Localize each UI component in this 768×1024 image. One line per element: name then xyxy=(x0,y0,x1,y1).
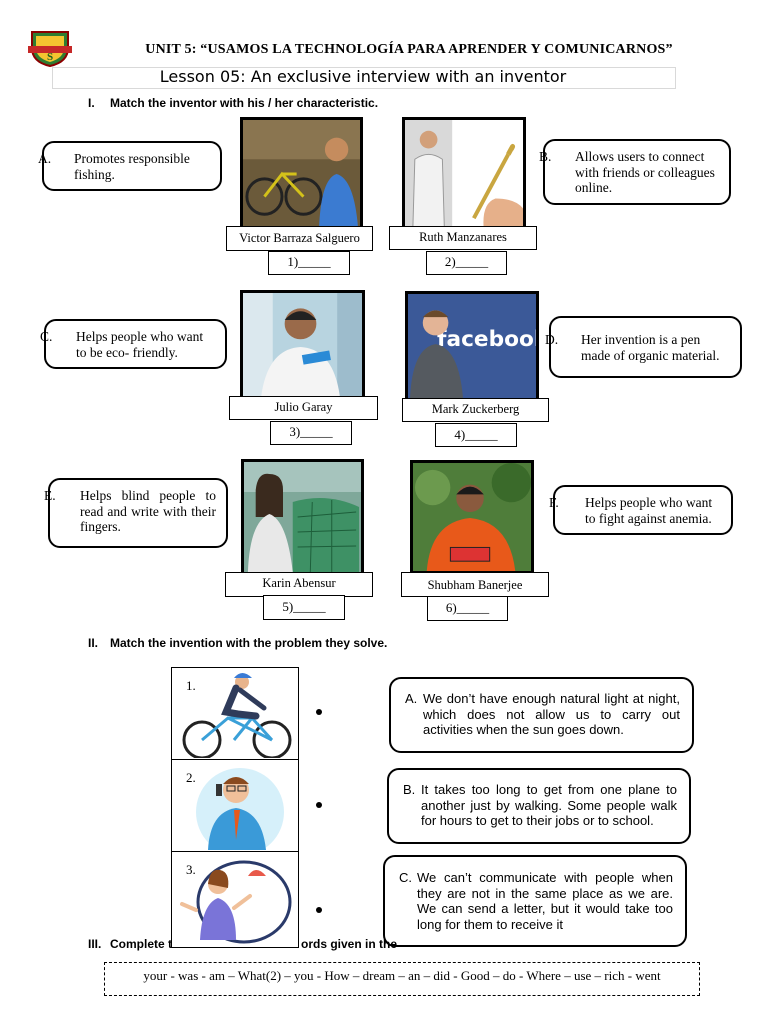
unit-title: UNIT 5: “USAMOS LA TECHNOLOGÍA PARA APRE… xyxy=(145,42,673,57)
section-2-heading-text: Match the invention with the problem the… xyxy=(110,636,388,650)
inventor-name-4: Mark Zuckerberg xyxy=(402,398,549,422)
photo-victor-barraza xyxy=(240,117,363,231)
invention-3-number: 3. xyxy=(186,862,196,877)
characteristic-f: F.Helps people who want to fight against… xyxy=(549,485,733,535)
photo-shubham-banerjee xyxy=(410,460,534,574)
section-3-number: III. xyxy=(88,937,102,951)
answer-blank-6[interactable]: 6)_____ xyxy=(427,596,508,621)
facebook-logo-text: facebook xyxy=(437,327,536,352)
bicycle-illustration xyxy=(182,673,292,758)
characteristic-e: E.Helps blind people to read and write w… xyxy=(44,478,228,548)
inventor-name-3: Julio Garay xyxy=(229,396,378,420)
invention-2-cell: 2. xyxy=(171,759,299,852)
problem-c: C.We can’t communicate with people when … xyxy=(383,855,687,947)
school-logo: S xyxy=(26,26,74,68)
answer-blank-5[interactable]: 5)_____ xyxy=(263,595,345,620)
problem-a: A.We don’t have enough natural light at … xyxy=(389,677,694,753)
match-bullet-2[interactable] xyxy=(316,802,322,808)
answer-blank-4[interactable]: 4)_____ xyxy=(435,423,517,447)
section-3-heading-start: III. Complete t xyxy=(88,937,172,951)
section-1-heading-text: Match the inventor with his / her charac… xyxy=(110,96,379,110)
section-3-heading-end: ords given in the xyxy=(301,937,398,951)
answer-blank-2[interactable]: 2)_____ xyxy=(426,251,507,275)
section-2-heading: II. Match the invention with the problem … xyxy=(88,636,387,650)
invention-1-cell: 1. xyxy=(171,667,299,760)
inventor-name-1: Victor Barraza Salguero xyxy=(226,226,373,251)
lesson-title: Lesson 05: An exclusive interview with a… xyxy=(159,67,567,86)
word-bank: your - was - am – What(2) – you - How – … xyxy=(104,962,700,996)
section-3-heading-start-text: Complete t xyxy=(110,937,173,951)
photo-julio-garay xyxy=(240,290,365,402)
lamp-illustration xyxy=(180,860,292,944)
problem-b: B.It takes too long to get from one plan… xyxy=(387,768,691,844)
characteristic-d: D.Her invention is a pen made of organic… xyxy=(545,316,742,378)
phone-call-illustration xyxy=(196,768,284,850)
photo-mark-zuckerberg: facebook xyxy=(405,291,539,403)
invention-3-cell: 3. xyxy=(171,851,299,948)
section-1-heading: I. Match the inventor with his / her char… xyxy=(88,96,378,110)
inventor-name-5: Karin Abensur xyxy=(225,572,373,597)
match-bullet-1[interactable] xyxy=(316,709,322,715)
inventor-name-2: Ruth Manzanares xyxy=(389,226,537,250)
invention-1-number: 1. xyxy=(186,678,196,693)
characteristic-b: B.Allows users to connect with friends o… xyxy=(539,139,731,205)
match-bullet-3[interactable] xyxy=(316,907,322,913)
photo-ruth-manzanares xyxy=(402,117,526,231)
photo-karin-abensur xyxy=(241,459,364,575)
invention-2-number: 2. xyxy=(186,770,196,785)
inventor-name-6: Shubham Banerjee xyxy=(401,572,549,597)
section-1-number: I. xyxy=(88,96,95,110)
characteristic-a: A.Promotes responsible fishing. xyxy=(38,141,222,191)
section-2-number: II. xyxy=(88,636,99,650)
answer-blank-1[interactable]: 1)_____ xyxy=(268,251,350,275)
answer-blank-3[interactable]: 3)_____ xyxy=(270,421,352,445)
logo-letter: S xyxy=(47,51,53,63)
lesson-title-box xyxy=(52,67,676,89)
characteristic-c: C.Helps people who want to be eco- frien… xyxy=(40,319,227,369)
